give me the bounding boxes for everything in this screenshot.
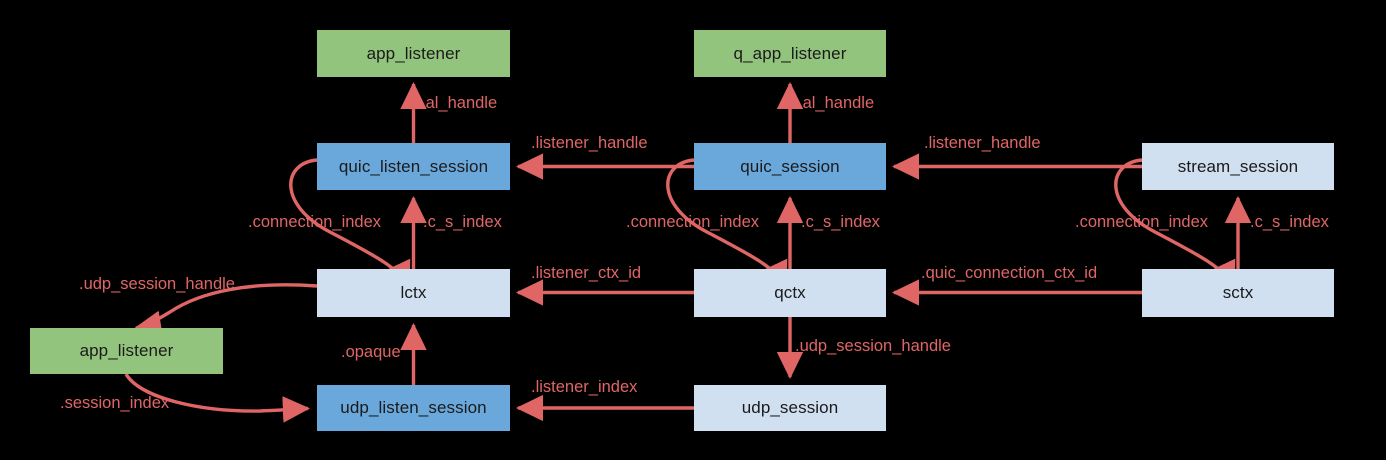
node-qctx[interactable]: qctx bbox=[694, 269, 886, 317]
node-label: udp_session bbox=[741, 398, 839, 417]
edge-connection-index-mid bbox=[666, 158, 788, 289]
edge-label-c-s-index-left: .c_s_index bbox=[423, 213, 502, 231]
edge-label-listener-handle-right: .listener_handle bbox=[924, 134, 1041, 152]
node-udp-listen-session[interactable]: udp_listen_session bbox=[317, 385, 510, 431]
node-label: qctx bbox=[774, 283, 806, 302]
edge-label-listener-ctx-id: .listener_ctx_id bbox=[531, 264, 642, 282]
node-label: udp_listen_session bbox=[340, 398, 487, 417]
node-udp-session[interactable]: udp_session bbox=[694, 385, 886, 431]
node-stream-session[interactable]: stream_session bbox=[1142, 143, 1334, 190]
edge-label-listener-index: .listener_index bbox=[531, 378, 638, 396]
node-q-app-listener[interactable]: q_app_listener bbox=[694, 30, 886, 77]
edge-label-c-s-index-mid: .c_s_index bbox=[801, 213, 880, 231]
node-label: q_app_listener bbox=[733, 43, 847, 63]
edge-label-listener-handle-left: .listener_handle bbox=[531, 134, 648, 152]
edge-label-quic-connection-ctx-id: .quic_connection_ctx_id bbox=[921, 264, 1098, 282]
edge-label-opaque: .opaque bbox=[341, 343, 401, 361]
node-sctx[interactable]: sctx bbox=[1142, 269, 1334, 317]
edge-label-session-index: .session_index bbox=[60, 394, 170, 412]
edge-label-connection-index-right: .connection_index bbox=[1075, 213, 1209, 231]
node-app-listener-bottom[interactable]: app_listener bbox=[30, 328, 223, 374]
edge-label-al-handle-left: .al_handle bbox=[421, 94, 498, 112]
edge-label-connection-index-left: .connection_index bbox=[248, 213, 382, 231]
node-quic-session[interactable]: quic_session bbox=[694, 143, 886, 190]
node-label: lctx bbox=[400, 283, 427, 302]
node-label: stream_session bbox=[1177, 156, 1299, 176]
edge-label-al-handle-right: .al_handle bbox=[798, 94, 875, 112]
node-label: quic_listen_session bbox=[338, 156, 489, 176]
edge-label-c-s-index-right: .c_s_index bbox=[1250, 213, 1329, 231]
edge-connection-index-right bbox=[1114, 158, 1236, 289]
edge-label-connection-index-mid: .connection_index bbox=[626, 213, 760, 231]
edge-session-index bbox=[124, 373, 311, 423]
edge-udp-session-handle-left bbox=[133, 283, 318, 337]
node-lctx[interactable]: lctx bbox=[317, 269, 510, 317]
node-app-listener-top[interactable]: app_listener bbox=[317, 30, 510, 77]
edge-connection-index-left bbox=[289, 158, 411, 289]
edge-label-udp-session-handle-mid: .udp_session_handle bbox=[795, 337, 951, 355]
edge-label-udp-session-handle-left: .udp_session_handle bbox=[79, 275, 235, 293]
node-label: app_listener bbox=[366, 43, 461, 63]
node-label: quic_session bbox=[740, 156, 840, 176]
node-quic-listen-session[interactable]: quic_listen_session bbox=[317, 143, 510, 190]
node-label: sctx bbox=[1222, 283, 1254, 302]
node-label: app_listener bbox=[79, 341, 174, 360]
